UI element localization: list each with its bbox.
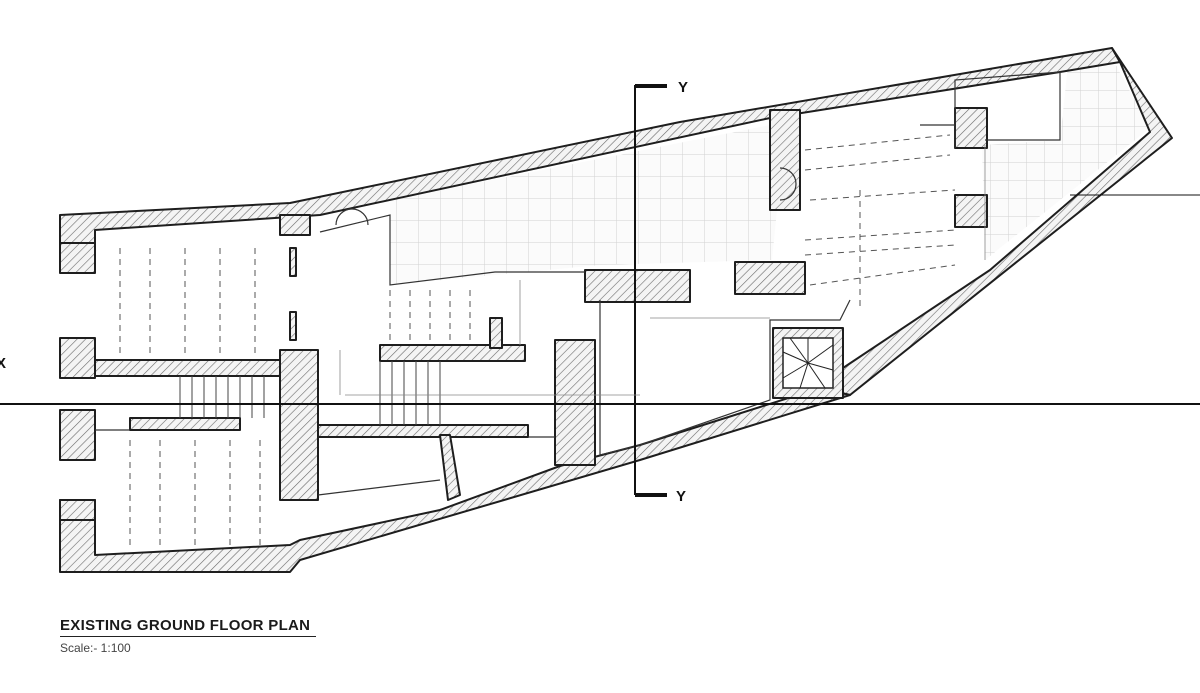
room-outlines <box>95 71 1061 496</box>
overhead-dashed-lines <box>119 134 956 548</box>
plan-title: EXISTING GROUND FLOOR PLAN <box>60 617 317 637</box>
title-block: EXISTING GROUND FLOOR PLAN Scale:- 1:100 <box>60 617 317 655</box>
straight-stairs <box>179 290 471 425</box>
exterior-walls <box>59 47 1173 573</box>
construction-lines <box>339 145 986 396</box>
tiled-courtyard <box>390 58 1150 285</box>
arch-niches <box>335 167 797 226</box>
section-label-y-top: Y <box>678 79 688 96</box>
spiral-stair <box>782 337 834 389</box>
section-lines: Y Y X <box>0 79 1200 505</box>
interior-walls <box>94 107 988 501</box>
section-marker-y-top <box>635 84 667 88</box>
plan-scale: Scale:- 1:100 <box>60 641 131 655</box>
section-label-y-bottom: Y <box>676 488 686 505</box>
section-marker-y-bottom <box>635 493 667 497</box>
section-label-x-left: X <box>0 355 6 372</box>
